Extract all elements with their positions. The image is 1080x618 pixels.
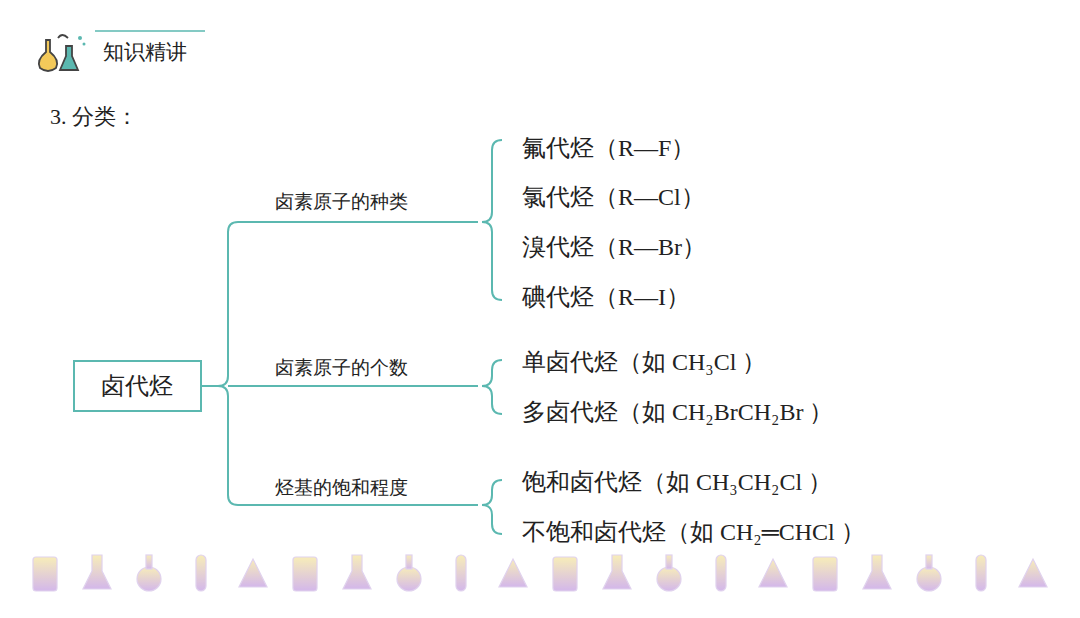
leaf-item: 饱和卤代烃（如 CH₃CH₂Cl ） [522,468,832,497]
header-line [35,79,1060,81]
leaf-item: 多卤代烃（如 CH₂BrCH₂Br ） [522,398,833,427]
branch-label: 卤素原子的种类 [275,191,408,214]
leaf-item: 氟代烃（R—F） [522,134,695,163]
header-icon [39,35,86,71]
header-title: 知识精讲 [103,40,187,65]
leaf-item: 氯代烃（R—Cl） [522,183,705,212]
node-text: 卤代烃 [101,372,173,401]
section-heading: 3. 分类： [50,104,138,130]
bracket-line [202,222,478,505]
curly-brace [482,140,502,534]
branch-label: 卤素原子的个数 [275,357,408,380]
leaf-item: 单卤代烃（如 CH₃Cl ） [522,348,766,377]
lab-icon-row [33,555,1047,591]
root-box: 卤代烃 [73,360,202,412]
leaf-item: 不饱和卤代烃（如 CH₂═CHCl ） [522,518,865,547]
header-line [95,30,205,32]
leaf-item: 溴代烃（R—Br） [522,233,706,262]
branch-label: 烃基的饱和程度 [275,477,408,500]
leaf-item: 碘代烃（R—I） [522,283,690,312]
